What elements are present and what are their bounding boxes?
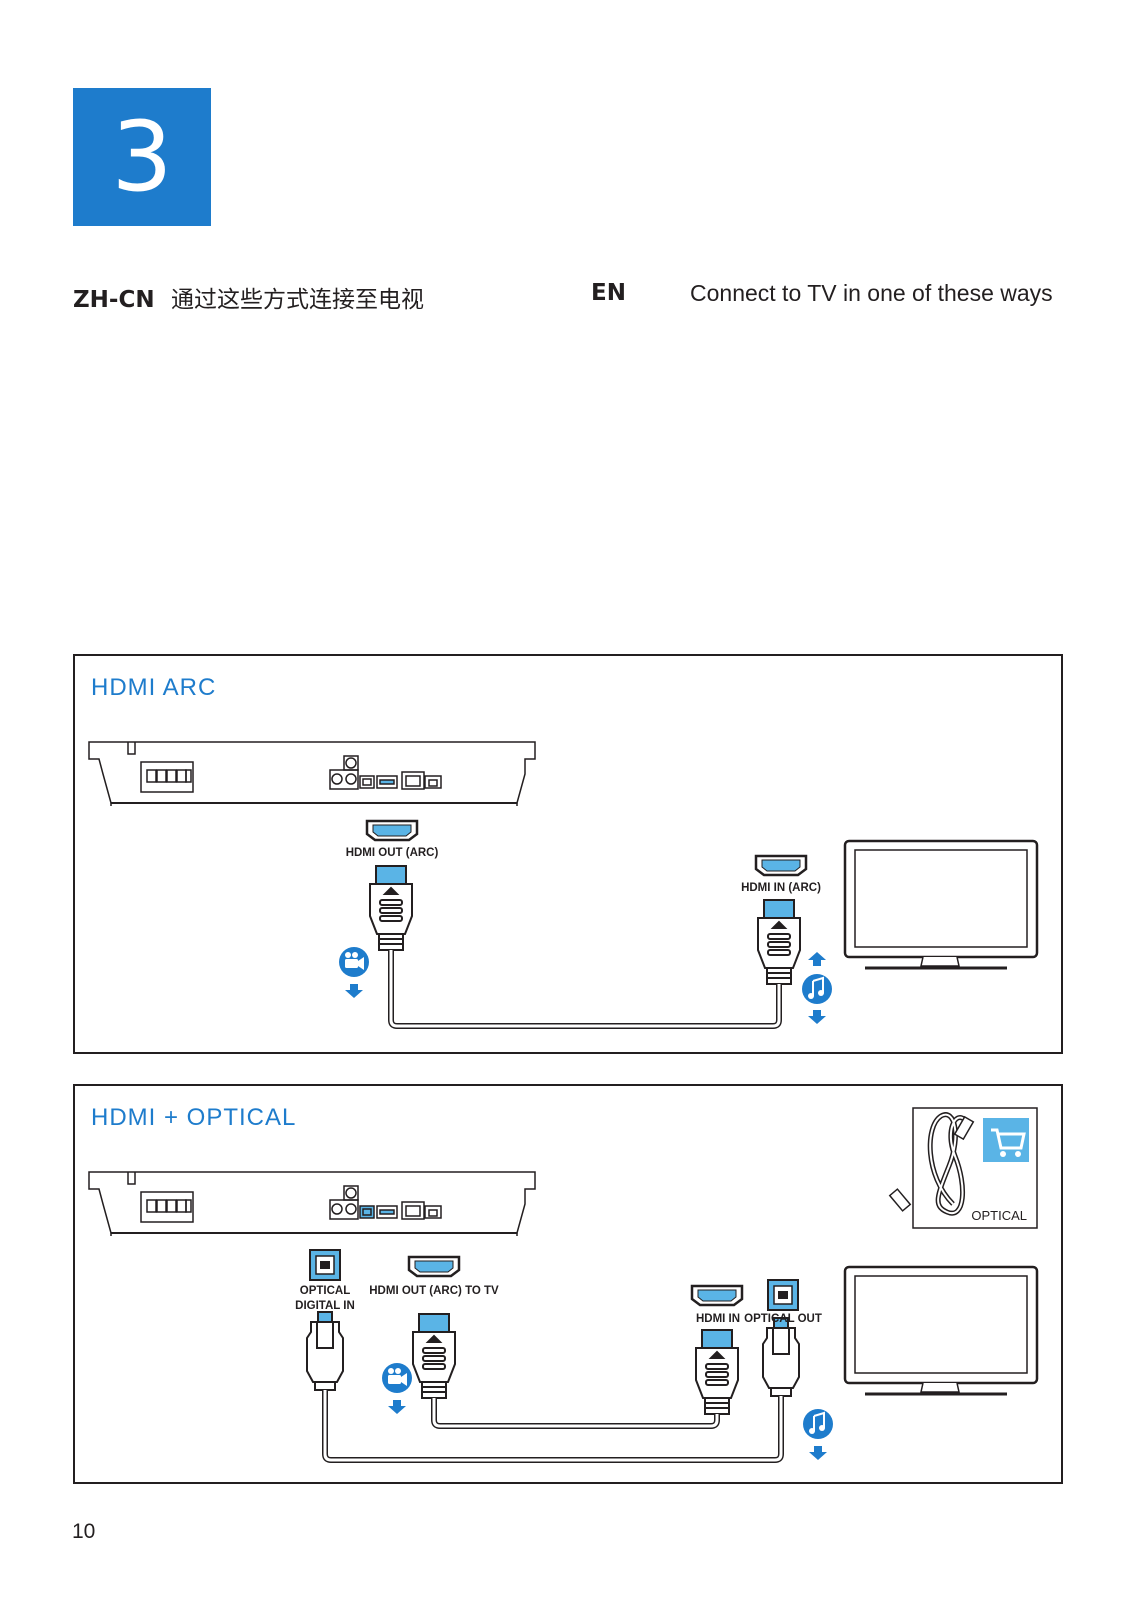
- hdmi-out-arc-label: HDMI OUT (ARC): [346, 847, 439, 859]
- arrow-down-icon: [345, 984, 363, 998]
- video-icon: [339, 947, 369, 977]
- arrow-up-icon: [808, 952, 826, 966]
- hdmi-in-arc-label: HDMI IN (ARC): [741, 882, 821, 894]
- hdmi-arc-panel: HDMI ARC HDMI OUT (ARC): [73, 654, 1063, 1054]
- tv-icon: [843, 1265, 1039, 1396]
- en-heading-text: Connect to TV in one of these ways: [690, 280, 1053, 306]
- tv-icon: [843, 839, 1039, 970]
- optical-in-port-icon: [309, 1249, 341, 1281]
- optical-in-label-line2: DIGITAL IN: [295, 1300, 355, 1312]
- hdmi-out-port-icon: [365, 819, 419, 842]
- page-number: 10: [72, 1520, 96, 1543]
- optical-in-label-line1: OPTICAL: [300, 1285, 350, 1297]
- hdmi-plug-left: [369, 865, 413, 951]
- hdmi-plug-left: [412, 1313, 456, 1399]
- hdmi-out-port-icon: [407, 1255, 461, 1278]
- hdmi-optical-diagram: OPTICAL DIGITAL IN HDMI OUT (ARC) TO TV: [88, 1107, 1039, 1463]
- music-icon: [802, 974, 832, 1004]
- step-number: 3: [111, 101, 173, 213]
- zh-heading-text: 通过这些方式连接至电视: [171, 286, 424, 312]
- en-lang-tag: EN: [591, 280, 626, 306]
- hdmi-cable: [388, 950, 782, 1029]
- zh-lang-tag: ZH-CN: [73, 287, 155, 313]
- hdmi-in-port-icon: [754, 854, 808, 877]
- player-rear-panel: [88, 741, 536, 806]
- optical-out-port-icon: [767, 1279, 799, 1311]
- music-icon: [803, 1409, 833, 1439]
- optical-cable-label: OPTICAL: [971, 1208, 1027, 1223]
- hdmi-cable: [431, 1398, 720, 1429]
- hdmi-out-arc-to-tv-label: HDMI OUT (ARC) TO TV: [369, 1285, 499, 1297]
- zh-heading: ZH-CN 通过这些方式连接至电视: [73, 280, 424, 314]
- optical-plug-right: [762, 1317, 800, 1397]
- arrow-down-icon: [809, 1446, 827, 1460]
- arrow-down-icon: [388, 1400, 406, 1414]
- step-number-box: 3: [73, 88, 211, 226]
- player-rear-panel: [88, 1171, 536, 1236]
- hdmi-arc-diagram: HDMI OUT (ARC) HDMI IN (ARC): [88, 741, 1039, 1029]
- hdmi-optical-panel: HDMI + OPTICAL OPTICAL DIGITAL IN: [73, 1084, 1063, 1484]
- hdmi-plug-right: [757, 899, 801, 985]
- panel-title-hdmi-optical: HDMI + OPTICAL: [91, 1104, 297, 1131]
- hdmi-in-label: HDMI IN: [696, 1313, 740, 1325]
- optical-out-label: OPTICAL OUT: [744, 1313, 822, 1325]
- optical-plug-left: [306, 1311, 344, 1391]
- video-icon: [382, 1363, 412, 1393]
- optical-cable-inset: OPTICAL: [888, 1107, 1038, 1229]
- hdmi-in-port-icon: [690, 1284, 744, 1307]
- panel-title-hdmi-arc: HDMI ARC: [91, 674, 217, 701]
- hdmi-plug-right: [695, 1329, 739, 1415]
- arrow-down-icon: [808, 1010, 826, 1024]
- cart-icon: [983, 1118, 1029, 1162]
